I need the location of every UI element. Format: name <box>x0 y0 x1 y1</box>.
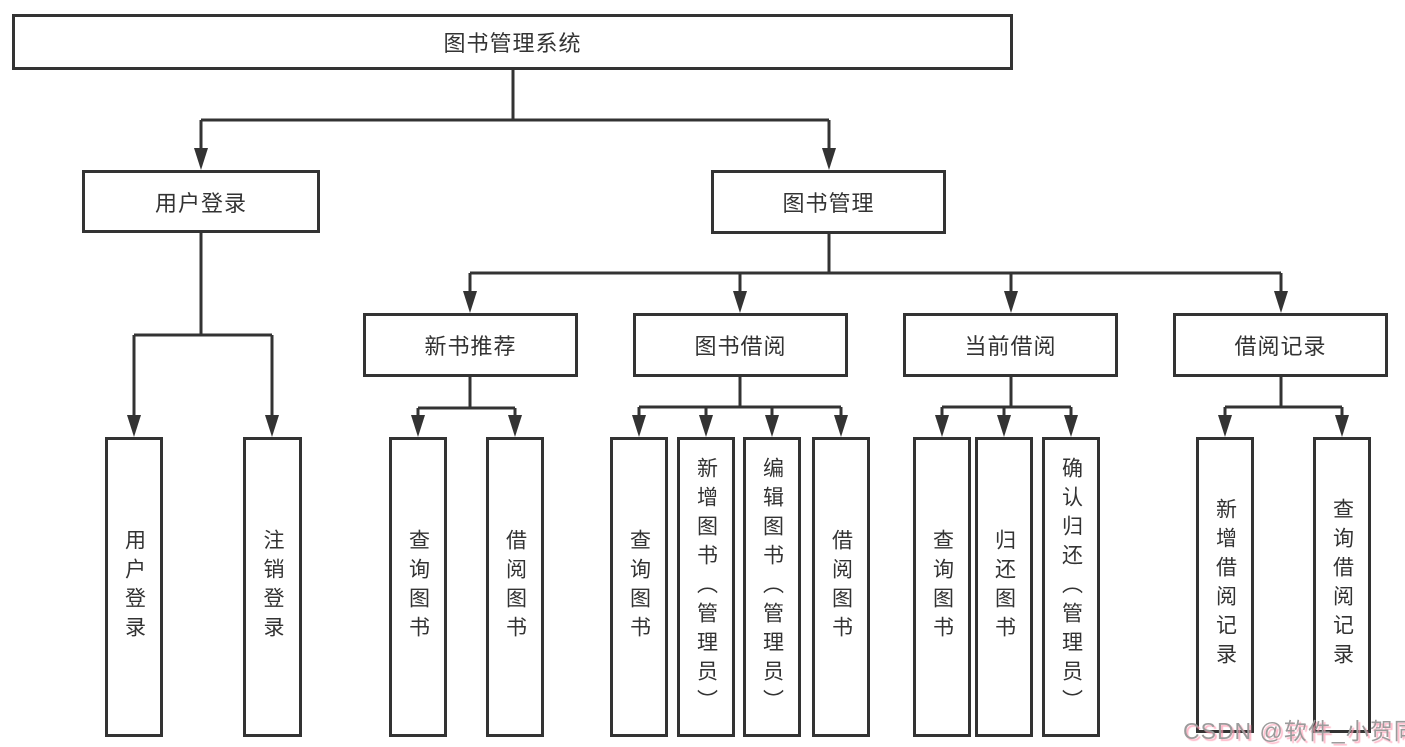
node-new-book-recommendation: 新书推荐 <box>363 313 578 377</box>
arrow-icon <box>1335 415 1349 437</box>
arrow-icon <box>508 415 522 437</box>
arrow-icon <box>997 415 1011 437</box>
node-book-management: 图书管理 <box>711 170 946 234</box>
leaf-borrow-books-recommend: 借阅图书 <box>486 437 544 737</box>
arrow-icon <box>411 415 425 437</box>
leaf-query-books-recommend: 查询图书 <box>389 437 447 737</box>
arrow-icon <box>935 415 949 437</box>
arrow-icon <box>127 415 141 437</box>
arrow-icon <box>632 415 646 437</box>
leaf-query-books-current: 查询图书 <box>913 437 971 737</box>
arrow-icon <box>699 415 713 437</box>
arrow-icon <box>822 148 836 170</box>
arrow-icon <box>834 415 848 437</box>
arrow-icon <box>1274 291 1288 313</box>
node-book-borrowing: 图书借阅 <box>633 313 848 377</box>
arrow-icon <box>1064 415 1078 437</box>
node-user-login: 用户登录 <box>82 170 320 233</box>
arrow-icon <box>1218 415 1232 437</box>
leaf-return-books: 归还图书 <box>975 437 1033 737</box>
leaf-user-login: 用户登录 <box>105 437 163 737</box>
leaf-query-borrow-record: 查询借阅记录 <box>1313 437 1371 733</box>
leaf-confirm-return-admin: 确认归还（管理员） <box>1042 437 1100 737</box>
leaf-add-books-admin: 新增图书（管理员） <box>677 437 735 737</box>
leaf-add-borrow-record: 新增借阅记录 <box>1196 437 1254 733</box>
node-current-borrowing: 当前借阅 <box>903 313 1118 377</box>
arrow-icon <box>733 291 747 313</box>
node-borrowing-records: 借阅记录 <box>1173 313 1388 377</box>
arrow-icon <box>463 291 477 313</box>
leaf-query-books-borrow: 查询图书 <box>610 437 668 737</box>
csdn-watermark: CSDN @软件_小贺同学 <box>1183 718 1405 744</box>
arrow-icon <box>1004 291 1018 313</box>
arrow-icon <box>265 415 279 437</box>
node-book-management-system: 图书管理系统 <box>12 14 1013 70</box>
arrow-icon <box>194 148 208 170</box>
arrow-icon <box>765 415 779 437</box>
leaf-logout: 注销登录 <box>243 437 302 737</box>
leaf-borrow-books: 借阅图书 <box>812 437 870 737</box>
leaf-edit-books-admin: 编辑图书（管理员） <box>743 437 801 737</box>
